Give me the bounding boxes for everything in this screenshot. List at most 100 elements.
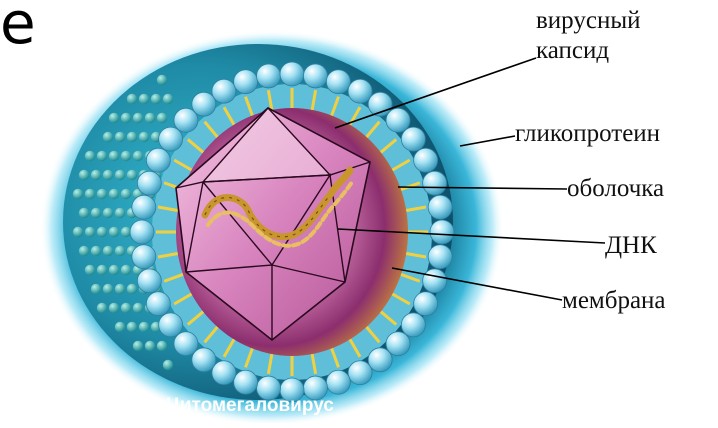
glycoprotein-bead <box>326 370 350 394</box>
glycoprotein-bead <box>428 245 452 269</box>
surface-bead <box>85 151 95 161</box>
surface-bead <box>109 113 119 123</box>
surface-bead <box>85 265 95 275</box>
glycoprotein-bead <box>212 79 236 103</box>
surface-bead <box>97 265 107 275</box>
surface-bead <box>103 246 113 256</box>
diagram-caption: Цитомегаловирус <box>166 396 334 415</box>
surface-bead <box>157 113 167 123</box>
glycoprotein-bead <box>430 220 454 244</box>
surface-bead <box>157 341 167 351</box>
surface-bead <box>97 151 107 161</box>
surface-bead <box>85 189 95 199</box>
surface-bead <box>79 246 89 256</box>
label-viral-capsid-line1: вирусный <box>536 8 641 33</box>
glycoprotein-bead <box>423 171 447 195</box>
glycoprotein-bead <box>174 332 198 356</box>
surface-bead <box>73 189 83 199</box>
glycoprotein-bead <box>132 195 156 219</box>
surface-bead <box>145 341 155 351</box>
surface-bead <box>79 170 89 180</box>
surface-bead <box>139 132 149 142</box>
glycoprotein-bead <box>428 195 452 219</box>
surface-bead <box>91 284 101 294</box>
surface-bead <box>121 265 131 275</box>
label-viral-capsid-line2: капсид <box>536 38 609 63</box>
surface-bead <box>121 113 131 123</box>
glycoprotein-bead <box>234 370 258 394</box>
surface-bead <box>139 322 149 332</box>
glycoprotein-bead <box>137 269 161 293</box>
glycoprotein-bead <box>414 148 438 172</box>
surface-bead <box>79 208 89 218</box>
surface-bead <box>103 170 113 180</box>
surface-bead <box>103 284 113 294</box>
surface-bead <box>85 227 95 237</box>
surface-bead <box>115 246 125 256</box>
glycoprotein-bead <box>130 220 154 244</box>
surface-bead <box>115 132 125 142</box>
surface-bead <box>133 151 143 161</box>
surface-bead <box>127 132 137 142</box>
glycoprotein-bead <box>212 361 236 385</box>
surface-bead <box>133 113 143 123</box>
glycoprotein-bead <box>257 64 281 88</box>
surface-bead <box>109 189 119 199</box>
glycoprotein-bead <box>159 127 183 151</box>
glycoprotein-bead <box>159 313 183 337</box>
surface-bead <box>133 303 143 313</box>
surface-bead <box>103 208 113 218</box>
surface-bead <box>121 189 131 199</box>
surface-bead <box>127 94 137 104</box>
surface-bead <box>133 341 143 351</box>
surface-bead <box>97 227 107 237</box>
glycoprotein-bead <box>303 64 327 88</box>
glycoprotein-bead <box>368 348 392 372</box>
glycoprotein-bead <box>348 79 372 103</box>
surface-bead <box>109 265 119 275</box>
surface-bead <box>121 303 131 313</box>
glycoprotein-bead <box>234 70 258 94</box>
glycoprotein-bead <box>326 70 350 94</box>
surface-bead <box>145 113 155 123</box>
surface-bead <box>97 189 107 199</box>
surface-bead <box>115 322 125 332</box>
surface-bead <box>163 94 173 104</box>
surface-bead <box>91 170 101 180</box>
surface-bead <box>115 284 125 294</box>
glycoprotein-bead <box>146 148 170 172</box>
surface-bead <box>103 132 113 142</box>
glycoprotein-bead <box>192 92 216 116</box>
surface-bead <box>121 151 131 161</box>
glycoprotein-bead <box>401 313 425 337</box>
glycoprotein-bead <box>132 245 156 269</box>
surface-bead <box>127 170 137 180</box>
glycoprotein-bead <box>414 292 438 316</box>
surface-bead <box>73 227 83 237</box>
surface-bead <box>157 75 167 85</box>
glycoprotein-bead <box>348 361 372 385</box>
label-glycoprotein: гликопротеин <box>515 121 660 146</box>
surface-bead <box>151 94 161 104</box>
glycoprotein-bead <box>137 171 161 195</box>
surface-bead <box>91 208 101 218</box>
surface-bead <box>109 151 119 161</box>
glycoprotein-bead <box>146 292 170 316</box>
surface-bead <box>139 94 149 104</box>
surface-bead <box>115 170 125 180</box>
glycoprotein-bead <box>386 108 410 132</box>
surface-bead <box>163 360 173 370</box>
surface-bead <box>109 303 119 313</box>
surface-bead <box>127 284 137 294</box>
surface-bead <box>97 303 107 313</box>
surface-bead <box>91 246 101 256</box>
corner-glyph: е <box>0 0 36 52</box>
label-dna: ДНК <box>605 233 657 258</box>
surface-bead <box>115 208 125 218</box>
label-envelope: оболочка <box>567 176 664 201</box>
surface-bead <box>109 227 119 237</box>
glycoprotein-bead <box>401 127 425 151</box>
surface-bead <box>127 322 137 332</box>
